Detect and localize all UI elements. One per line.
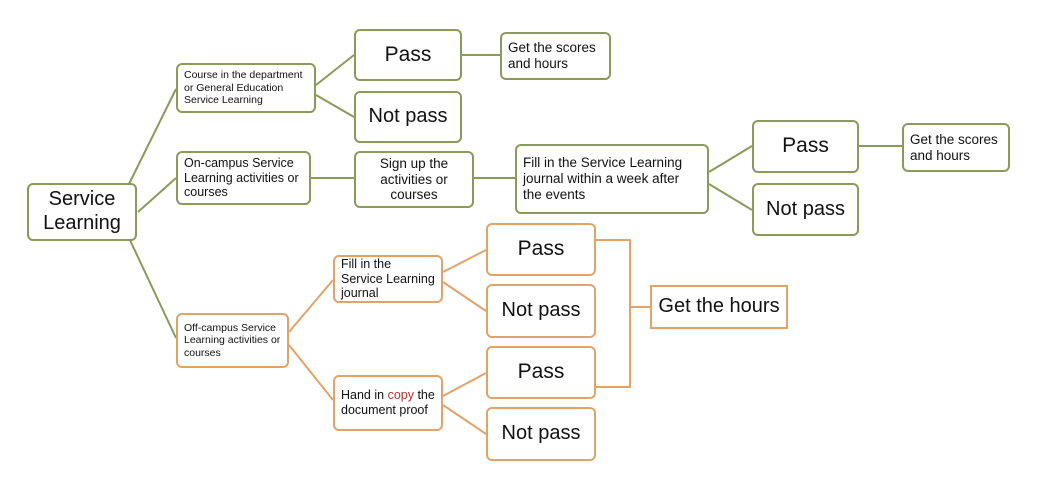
branch2-signup-node: Sign up the activities or courses — [354, 151, 474, 208]
connector-b3-handin-notpass — [442, 404, 487, 435]
handin-prefix: Hand in — [341, 388, 388, 403]
branch1-pass-node: Pass — [354, 29, 462, 81]
branch2-node: On-campus Service Learning activities or… — [176, 151, 311, 205]
connector-b2-notpass — [708, 183, 753, 211]
branch3-journal-pass-label: Pass — [517, 237, 565, 261]
branch2-result-node: Get the scores and hours — [902, 123, 1010, 172]
branch3-handin-pass-label: Pass — [517, 360, 565, 384]
branch3-label: Off-campus Service Learning activities o… — [184, 321, 281, 359]
branch2-signup-label: Sign up the activities or courses — [379, 155, 449, 203]
branch3-journal-pass-node: Pass — [486, 223, 596, 276]
branch2-journal-node: Fill in the Service Learning journal wit… — [515, 144, 709, 214]
branch1-node: Course in the department or General Educ… — [176, 63, 316, 113]
branch3-node: Off-campus Service Learning activities o… — [176, 313, 289, 368]
branch1-pass-label: Pass — [384, 42, 432, 66]
branch3-result-node: Get the hours — [650, 285, 788, 329]
handin-highlight: copy — [387, 388, 414, 403]
branch2-pass-node: Pass — [752, 120, 859, 173]
branch3-handin-text: Hand in copy the document proof — [341, 388, 435, 418]
connector-b1-notpass — [315, 94, 355, 118]
branch3-handin-not-pass-label: Not pass — [501, 422, 581, 445]
root-label: Service Learning — [43, 188, 121, 234]
bracket-upper — [596, 239, 631, 388]
branch3-result-label: Get the hours — [658, 295, 780, 318]
branch1-not-pass-label: Not pass — [368, 105, 448, 128]
branch3-journal-not-pass-label: Not pass — [501, 299, 581, 322]
connector-b3-journal — [288, 279, 334, 333]
branch2-journal-label: Fill in the Service Learning journal wit… — [523, 155, 683, 202]
branch1-not-pass-node: Not pass — [354, 91, 462, 143]
branch3-handin-not-pass-node: Not pass — [486, 407, 596, 461]
branch2-label: On-campus Service Learning activities or… — [184, 155, 299, 200]
handin-suffix: the document proof — [341, 388, 435, 417]
branch3-journal-label: Fill in the Service Learning journal — [341, 256, 435, 301]
branch3-journal-not-pass-node: Not pass — [486, 284, 596, 338]
connector-b2-pass — [708, 145, 753, 173]
connector-root-branch2 — [137, 177, 177, 213]
connector-b1-pass — [315, 54, 355, 86]
branch3-journal-node: Fill in the Service Learning journal — [333, 255, 443, 303]
branch3-handin-pass-node: Pass — [486, 346, 596, 399]
branch2-pass-label: Pass — [782, 134, 829, 158]
root-node: Service Learning — [27, 183, 137, 241]
branch1-result-node: Get the scores and hours — [500, 32, 611, 80]
branch2-not-pass-node: Not pass — [752, 183, 859, 236]
branch2-result-label: Get the scores and hours — [910, 131, 998, 163]
connector-root-branch1 — [128, 88, 177, 185]
connector-b3-handin — [288, 344, 334, 401]
connector-b3-journal-pass — [442, 249, 487, 273]
branch1-result-label: Get the scores and hours — [508, 40, 596, 71]
connector-root-branch3 — [128, 237, 177, 339]
branch1-label: Course in the department or General Educ… — [184, 69, 303, 107]
connector-b3-handin-pass — [442, 372, 487, 397]
branch2-not-pass-label: Not pass — [766, 197, 845, 220]
branch3-handin-node: Hand in copy the document proof — [333, 375, 443, 431]
connector-b3-journal-notpass — [442, 281, 487, 312]
